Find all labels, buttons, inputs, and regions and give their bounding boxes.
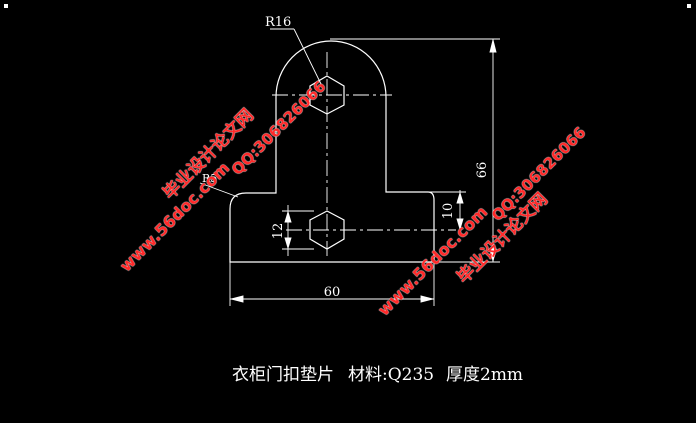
corner-mark-top-right (687, 4, 691, 8)
r16-leader-diagonal (293, 28, 323, 87)
dim10-arrow-bottom (456, 218, 464, 231)
dim-label-66: 66 (475, 162, 490, 179)
r5-leader (199, 182, 239, 198)
dim12-arrow-bottom (284, 237, 292, 250)
caption-thickness: 厚度2mm (446, 365, 524, 385)
drawing-caption: 衣柜门扣垫片 材料:Q235 厚度2mm (232, 360, 532, 385)
dim-label-12: 12 (271, 223, 286, 240)
dimension-lines (199, 28, 500, 306)
caption-part-name: 衣柜门扣垫片 (232, 365, 334, 385)
dim12-arrow-top (284, 210, 292, 223)
dim-label-10: 10 (441, 203, 456, 220)
caption-material: 材料:Q235 (348, 365, 435, 385)
part-outline (229, 40, 435, 263)
dim-label-r5: R5 (202, 172, 217, 185)
dim66-arrow-top (489, 39, 497, 53)
dim60-arrow-right (420, 295, 434, 303)
dim-label-60: 60 (324, 285, 341, 300)
dim10-arrow-top (456, 191, 464, 204)
centerlines (272, 52, 456, 256)
corner-mark-top-left (4, 4, 8, 8)
dim60-arrow-left (230, 295, 244, 303)
dim-label-r16: R16 (265, 15, 291, 30)
dim66-arrow-bottom (489, 248, 497, 262)
